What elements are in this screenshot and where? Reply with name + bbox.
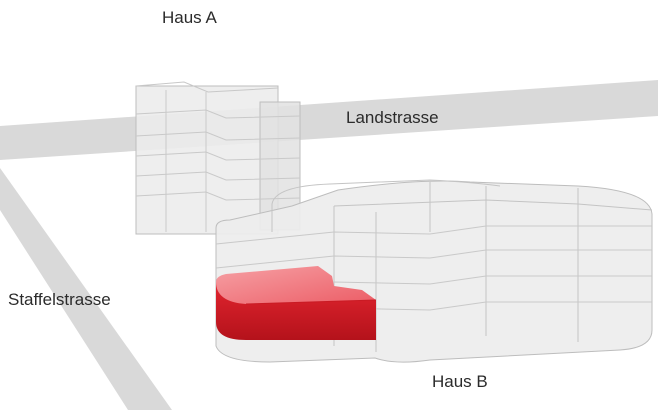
landstrasse-road [0, 80, 658, 160]
haus-a-building [135, 81, 301, 235]
staffelstrasse-road [0, 168, 172, 410]
highlighted-unit [216, 266, 377, 340]
haus-b-label: Haus B [432, 372, 488, 391]
haus-a-label: Haus A [162, 8, 217, 27]
staffelstrasse-label: Staffelstrasse [8, 290, 111, 309]
landstrasse-label: Landstrasse [346, 108, 439, 127]
